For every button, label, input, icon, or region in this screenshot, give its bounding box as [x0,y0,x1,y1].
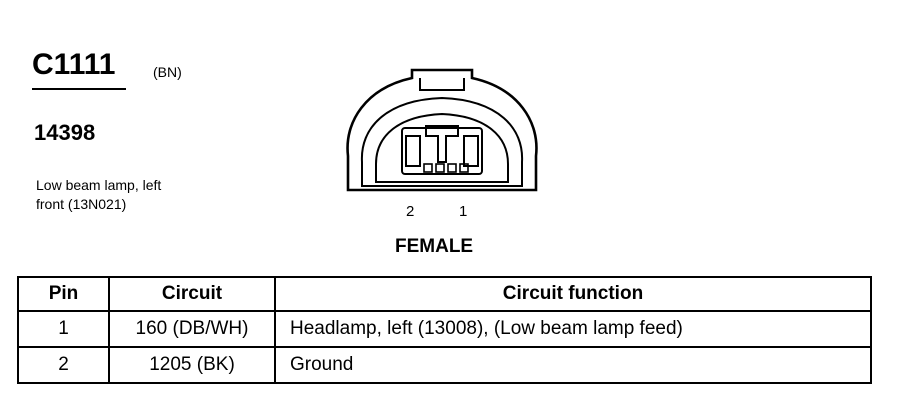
terminal-pin-2 [405,135,421,167]
connector-gender: FEMALE [395,236,474,257]
table-header-row: Pin Circuit Circuit function [17,276,872,312]
terminal-block [401,127,483,175]
column-header-function: Circuit function [274,276,872,312]
connector-id-underline [32,88,126,90]
connector-key-notch [419,78,465,91]
table-row: 1 160 (DB/WH) Headlamp, left (13008), (L… [17,310,872,348]
connector-middle-ring [360,96,524,187]
terminal-slot [459,163,469,173]
function-cell: Headlamp, left (13008), (Low beam lamp f… [274,310,872,348]
column-header-pin: Pin [17,276,110,312]
color-code: (BN) [153,64,182,80]
pin-cell: 1 [17,310,110,348]
description: Low beam lamp, left front (13N021) [36,176,236,214]
terminal-center-key [425,125,459,163]
pin-label-1: 1 [459,203,468,220]
connector-inner-ring [375,112,509,183]
terminal-slot [447,163,457,173]
connector-id: C1111 [32,48,116,81]
terminal-slot [423,163,433,173]
connector-outer-shell [346,68,538,192]
circuit-cell: 1205 (BK) [108,346,276,384]
pin-table: Pin Circuit Circuit function 1 160 (DB/W… [17,276,872,384]
description-line: front (13N021) [36,196,127,212]
circuit-cell: 160 (DB/WH) [108,310,276,348]
terminal-slot [435,163,445,173]
pin-cell: 2 [17,346,110,384]
connector-face-drawing [346,68,538,192]
pin-label-2: 2 [406,203,415,220]
description-line: Low beam lamp, left [36,177,162,193]
column-header-circuit: Circuit [108,276,276,312]
function-cell: Ground [274,346,872,384]
table-row: 2 1205 (BK) Ground [17,346,872,384]
part-number: 14398 [34,120,96,145]
terminal-pin-1 [463,135,479,167]
